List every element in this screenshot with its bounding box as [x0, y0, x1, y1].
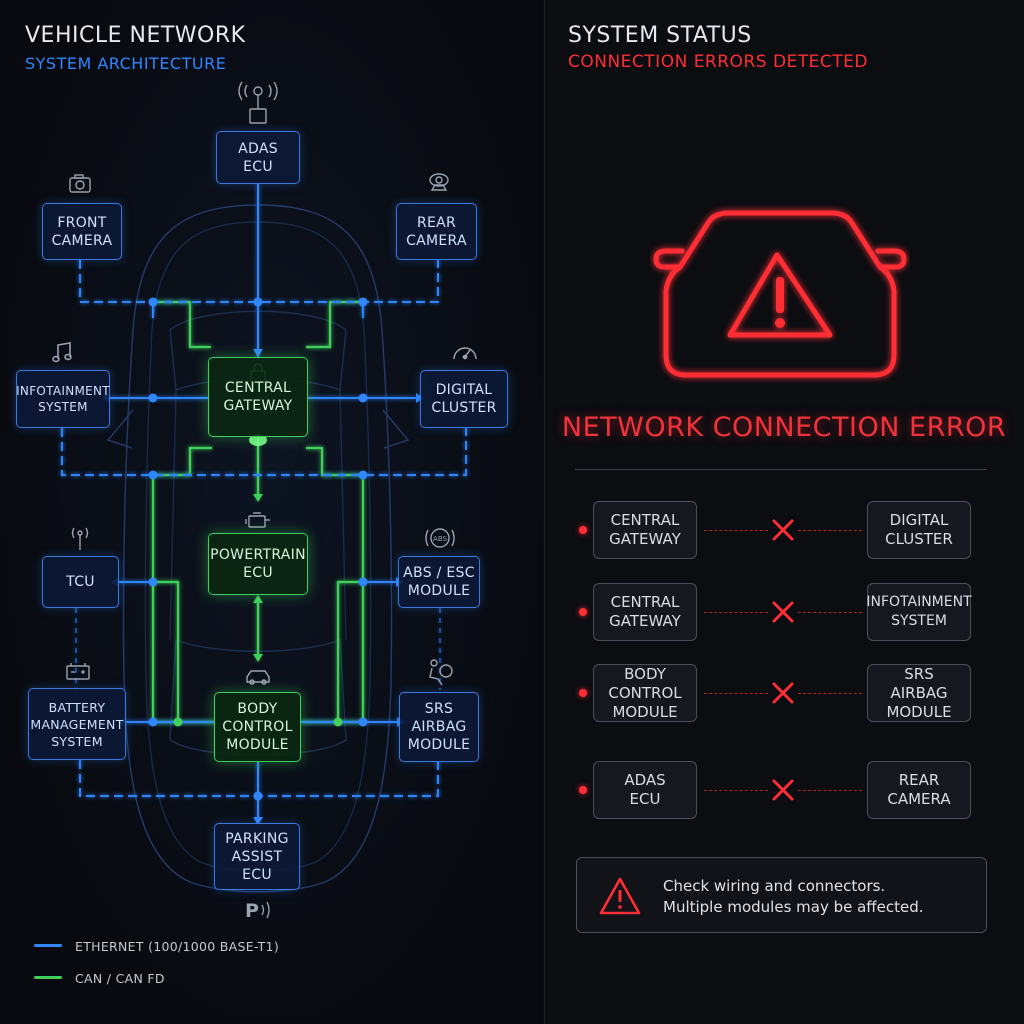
error-indicator-dot — [579, 689, 587, 697]
error-source-module: CENTRAL GATEWAY — [593, 583, 697, 641]
broken-link-line — [798, 693, 862, 694]
battery-icon — [66, 663, 90, 680]
error-x-icon — [772, 779, 794, 801]
node-powertrain-ecu[interactable]: POWERTRAIN ECU — [208, 533, 308, 595]
node-rear-camera[interactable]: REAR CAMERA — [396, 203, 477, 260]
node-body-control-module[interactable]: BODY CONTROL MODULE — [214, 692, 301, 762]
error-source-module: ADAS ECU — [593, 761, 697, 819]
error-x-icon — [772, 519, 794, 541]
can-arrows — [253, 494, 263, 662]
network-diagram — [61, 184, 467, 893]
abs-icon-label: ABS — [433, 535, 447, 543]
node-parking-assist-ecu[interactable]: PARKING ASSIST ECU — [214, 823, 300, 890]
legend-ethernet-swatch — [34, 944, 62, 947]
warning-box — [576, 857, 987, 933]
divider — [575, 469, 987, 470]
engine-icon — [245, 512, 270, 528]
parking-sensor-icon: P — [245, 900, 270, 922]
music-note-icon — [52, 342, 72, 363]
diagram-subtitle: SYSTEM ARCHITECTURE — [25, 54, 227, 73]
broken-link-line — [704, 790, 768, 791]
legend-ethernet-label: ETHERNET (100/1000 BASE-T1) — [75, 939, 279, 954]
node-central-gateway[interactable]: CENTRAL GATEWAY — [208, 357, 308, 437]
gauge-icon — [453, 347, 477, 360]
broken-link-line — [704, 693, 768, 694]
error-target-module: INFOTAINMENT SYSTEM — [866, 583, 972, 641]
rear-camera-icon — [429, 173, 449, 191]
error-indicator-dot — [579, 608, 587, 616]
parking-icon-label: P — [245, 900, 259, 922]
camera-icon — [69, 174, 91, 193]
junction-dots — [148, 297, 368, 801]
status-title: SYSTEM STATUS — [568, 23, 752, 48]
broken-link-line — [704, 612, 768, 613]
antenna-radar-icon — [238, 81, 278, 124]
error-source-module: CENTRAL GATEWAY — [593, 501, 697, 559]
error-target-module: DIGITAL CLUSTER — [867, 501, 971, 559]
node-infotainment-system[interactable]: INFOTAINMENT SYSTEM — [16, 370, 110, 428]
error-x-icon — [772, 682, 794, 704]
signal-tower-icon — [71, 527, 89, 550]
node-front-camera[interactable]: FRONT CAMERA — [42, 203, 122, 260]
broken-link-line — [798, 530, 862, 531]
gateway-glow — [249, 434, 267, 446]
node-adas-ecu[interactable]: ADAS ECU — [216, 131, 300, 184]
error-indicator-dot — [579, 786, 587, 794]
node-abs-esc-module[interactable]: ABS / ESC MODULE — [398, 556, 480, 608]
warning-triangle-icon — [599, 877, 641, 915]
legend-can-swatch — [34, 976, 62, 979]
broken-link-line — [798, 790, 862, 791]
error-x-icon — [772, 601, 794, 623]
error-source-module: BODY CONTROL MODULE — [593, 664, 697, 722]
car-warning-icon — [653, 210, 907, 378]
car-icon — [246, 670, 270, 685]
diagram-title: VEHICLE NETWORK — [25, 23, 246, 48]
error-target-module: REAR CAMERA — [867, 761, 971, 819]
broken-link-line — [704, 530, 768, 531]
abs-icon: ABS — [425, 528, 455, 548]
broken-link-line — [798, 612, 862, 613]
node-srs-airbag-module[interactable]: SRS AIRBAG MODULE — [399, 692, 479, 762]
airbag-icon — [429, 659, 453, 686]
node-digital-cluster[interactable]: DIGITAL CLUSTER — [420, 370, 508, 428]
error-heading: NETWORK CONNECTION ERROR — [561, 412, 1007, 443]
node-tcu[interactable]: TCU — [42, 556, 119, 608]
legend-can-label: CAN / CAN FD — [75, 971, 165, 986]
error-indicator-dot — [579, 526, 587, 534]
status-subtitle: CONNECTION ERRORS DETECTED — [568, 52, 868, 72]
node-battery-management-system[interactable]: BATTERY MANAGEMENT SYSTEM — [28, 688, 126, 760]
error-target-module: SRS AIRBAG MODULE — [867, 664, 971, 722]
warning-message: Check wiring and connectors. Multiple mo… — [663, 877, 924, 916]
